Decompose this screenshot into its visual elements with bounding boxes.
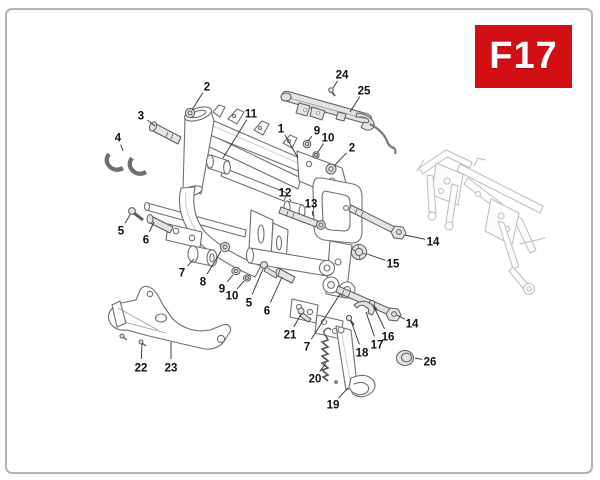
callout-6: 6 xyxy=(264,305,270,317)
front-bracket-drawing xyxy=(108,285,232,350)
callout-leader-20 xyxy=(319,362,327,372)
callout-leader-11 xyxy=(222,119,248,159)
callout-21: 21 xyxy=(284,329,297,341)
callout-leader-25 xyxy=(349,96,361,113)
callout-leader-14 xyxy=(404,234,426,240)
callout-leader-1 xyxy=(284,134,299,159)
callout-leader-18 xyxy=(350,320,360,345)
rear-subframe-ghost-drawing xyxy=(416,149,546,295)
callout-18: 18 xyxy=(356,347,369,359)
callout-19: 19 xyxy=(327,399,340,411)
callout-leader-5 xyxy=(251,268,264,295)
callout-leader-2 xyxy=(334,152,347,166)
callout-leader-19 xyxy=(338,387,349,399)
callout-leader-16 xyxy=(373,306,385,329)
callout-8: 8 xyxy=(200,276,207,288)
callout-leader-12 xyxy=(289,198,292,202)
callout-10: 10 xyxy=(322,132,335,144)
callout-6: 6 xyxy=(143,234,149,246)
callout-leader-13 xyxy=(311,210,314,217)
callout-4: 4 xyxy=(115,132,122,144)
callout-25: 25 xyxy=(358,85,371,97)
callout-leader-9 xyxy=(226,274,234,283)
callout-leader-7 xyxy=(187,258,195,267)
callout-leader-17 xyxy=(365,311,375,337)
callout-leader-8 xyxy=(206,250,222,275)
callout-22: 22 xyxy=(135,362,148,374)
callout-14: 14 xyxy=(427,236,440,248)
callout-2: 2 xyxy=(204,81,210,93)
callout-leader-2 xyxy=(191,92,204,111)
callout-leader-5 xyxy=(124,214,131,224)
callout-11: 11 xyxy=(245,108,258,120)
figure-code-label: F17 xyxy=(489,35,558,77)
callout-2: 2 xyxy=(349,142,355,154)
callout-leader-24 xyxy=(332,80,339,89)
callout-leader-9 xyxy=(307,135,313,142)
callout-leader-15 xyxy=(366,253,386,261)
callout-leader-21 xyxy=(293,313,302,328)
callout-26: 26 xyxy=(424,356,437,368)
callout-9: 9 xyxy=(219,283,225,295)
callout-7: 7 xyxy=(304,341,310,353)
callout-1: 1 xyxy=(278,123,285,135)
callout-5: 5 xyxy=(118,225,125,237)
callout-leader-10 xyxy=(317,143,324,153)
callout-leader-3 xyxy=(147,119,156,127)
callout-leader-4 xyxy=(120,144,124,152)
callout-16: 16 xyxy=(382,331,395,343)
callout-7: 7 xyxy=(179,267,185,279)
callout-14: 14 xyxy=(406,318,419,330)
callout-23: 23 xyxy=(165,362,178,374)
callout-leader-26 xyxy=(414,357,423,360)
callout-leader-7 xyxy=(310,293,341,340)
callout-17: 17 xyxy=(371,339,384,351)
callout-13: 13 xyxy=(305,198,318,210)
callout-12: 12 xyxy=(279,187,292,199)
callout-20: 20 xyxy=(309,373,322,385)
callout-15: 15 xyxy=(387,258,400,270)
callout-leader-6 xyxy=(148,221,155,232)
harness-guide-drawing xyxy=(280,87,397,155)
callout-10: 10 xyxy=(226,290,239,302)
callout-5: 5 xyxy=(246,297,253,309)
side-stand-drawing xyxy=(314,314,376,398)
main-frame-drawing xyxy=(143,104,363,324)
callout-24: 24 xyxy=(336,69,349,81)
callout-9: 9 xyxy=(314,125,320,137)
figure-code-badge: F17 xyxy=(475,25,572,88)
callout-leader-10 xyxy=(236,280,245,290)
callout-leader-6 xyxy=(269,276,283,303)
callout-leader-22 xyxy=(140,343,143,360)
callout-3: 3 xyxy=(138,110,144,122)
fasteners-drawing xyxy=(104,107,414,366)
callout-leader-14 xyxy=(396,314,406,320)
